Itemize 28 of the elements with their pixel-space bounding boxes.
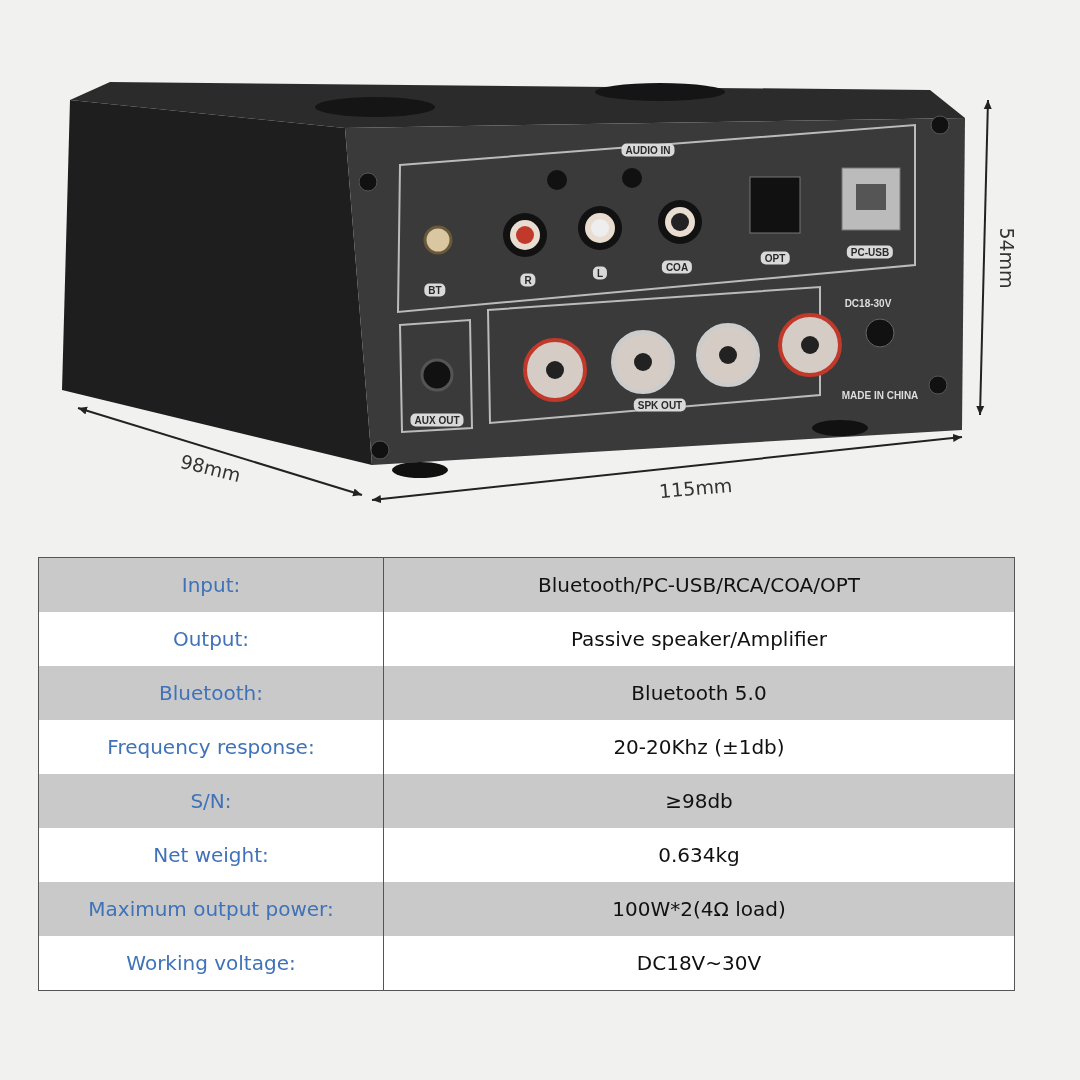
port-label: DC18-30V <box>843 296 893 310</box>
port-label: AUX OUT <box>410 413 464 427</box>
spec-label: Input: <box>38 557 384 612</box>
spec-value: Bluetooth 5.0 <box>383 666 1015 720</box>
spec-value: ≥98db <box>383 774 1015 828</box>
spec-label: Frequency response: <box>38 720 384 774</box>
spec-label: Output: <box>38 612 384 666</box>
port-label: AUDIO IN <box>621 143 675 157</box>
spec-value: 100W*2(4Ω load) <box>383 882 1015 936</box>
spec-value: Passive speaker/Amplifier <box>383 612 1015 666</box>
spec-value: DC18V~30V <box>383 936 1015 991</box>
spec-label: Maximum output power: <box>38 882 384 936</box>
dimension-label: 54mm <box>995 227 1018 289</box>
port-label: COA <box>661 260 693 274</box>
spec-label: Bluetooth: <box>38 666 384 720</box>
port-label: MADE IN CHINA <box>840 388 920 402</box>
spec-label: Net weight: <box>38 828 384 882</box>
spec-value: Bluetooth/PC-USB/RCA/COA/OPT <box>383 557 1015 612</box>
port-label: PC-USB <box>846 245 894 259</box>
spec-value: 0.634kg <box>383 828 1015 882</box>
dimension-label: 98mm <box>177 449 243 487</box>
spec-label: S/N: <box>38 774 384 828</box>
spec-label: Working voltage: <box>38 936 384 991</box>
dimension-label: 115mm <box>657 473 733 503</box>
port-label: BT <box>424 283 446 297</box>
spec-value: 20-20Khz (±1db) <box>383 720 1015 774</box>
port-label: SPK OUT <box>633 398 687 412</box>
port-label: OPT <box>760 251 790 265</box>
